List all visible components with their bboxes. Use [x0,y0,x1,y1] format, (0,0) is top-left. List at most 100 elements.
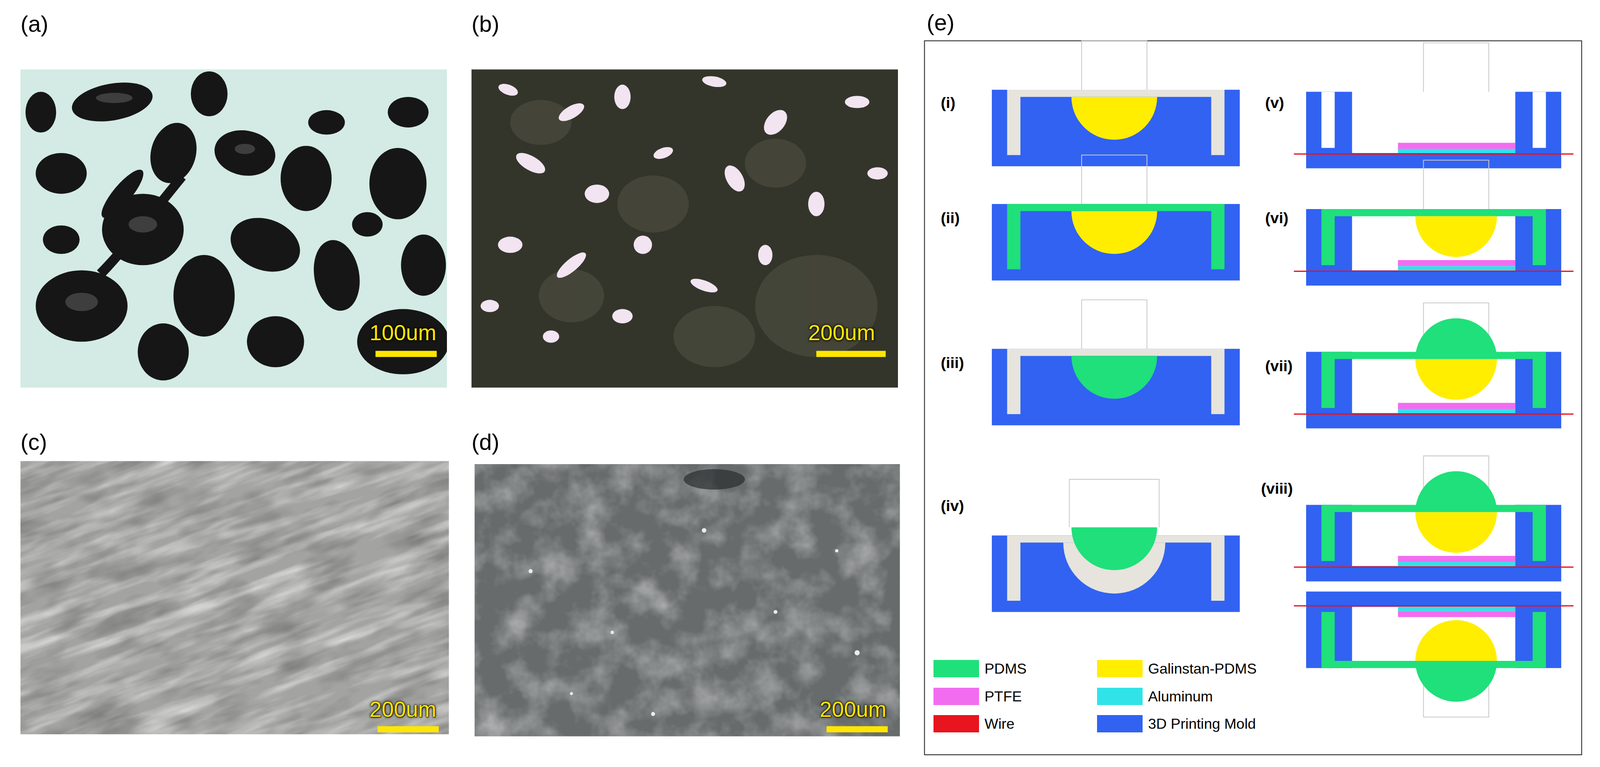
micrograph-d [651,712,656,717]
micrograph-a [210,125,279,181]
micrograph-b [744,138,806,188]
micrograph-b [510,99,878,368]
micrograph-a [97,173,186,278]
legend-entry: Aluminum [1097,687,1213,706]
mold-step-ii [991,154,1240,281]
micrograph-d [610,630,614,635]
micrograph-b [612,309,633,324]
micrograph-b [673,306,755,368]
mold-step-iv [1069,479,1159,528]
micrograph-b [808,191,825,217]
step-number: (iii) [940,353,965,372]
panel-letter: (c) [20,429,47,457]
legend-label: Galinstan-PDMS [1148,660,1257,678]
legend-label: PTFE [984,688,1022,706]
legend-swatch [1097,687,1143,706]
micrograph-b [754,255,878,358]
scale-bar [375,350,437,357]
micrograph-d [528,569,533,574]
legend-entry: PTFE [933,687,1022,706]
micrograph-b [471,69,898,388]
step-number: (iv) [940,497,965,515]
micrograph-a [357,309,447,375]
micrograph-b [538,269,605,323]
legend-entry: 3D Printing Mold [1097,715,1257,733]
legend-swatch [933,715,980,733]
micrograph-a [25,92,57,134]
legend-label: PDMS [984,660,1027,678]
micrograph-d [474,464,901,737]
scale-label: 200um [369,697,437,723]
micrograph-d [683,469,745,490]
scale-label: 200um [808,320,876,346]
micrograph-b [471,69,898,388]
micrograph-d [835,549,839,553]
legend-entry: Galinstan-PDMS [1097,660,1257,678]
micrograph-b [845,96,870,109]
micrograph-b [512,148,549,178]
legend-swatch [933,660,980,678]
mold-step-viii-bottom [1293,591,1574,718]
legend-swatch [1097,715,1143,733]
micrograph-c [20,461,450,735]
step-number: (vi) [1265,209,1289,227]
micrograph-b [758,244,773,266]
step-number: (ii) [940,209,960,227]
micrograph-b [480,74,888,343]
mold-step-vi [1293,160,1574,286]
legend-swatch [933,687,980,706]
mold-step-viii-bottom [1293,591,1574,718]
micrograph-b [617,175,689,233]
micrograph-a [95,164,149,224]
micrograph-a [280,145,332,211]
micrograph-b [497,81,520,98]
micrograph-d [474,464,901,737]
micrograph-a [20,69,447,388]
panel-letter: (e) [926,10,955,37]
micrograph-a [400,234,447,296]
legend-label: Wire [984,715,1015,733]
micrograph-a [234,143,256,154]
mold-step-viii-top [1293,456,1574,582]
mold-step-iii [991,299,1240,426]
mold-step-ii [1007,204,1225,270]
legend-entry: Wire [933,715,1015,733]
micrograph-c [20,461,450,735]
mold-step-viii-top [1293,456,1574,582]
scale-bar [377,726,439,733]
micrograph-a [246,316,304,368]
mold-step-v [1532,92,1546,149]
mold-step-ii [1081,154,1147,204]
micrograph-a [387,97,429,128]
mold-step-iii [1007,348,1225,415]
micrograph-b [497,236,523,254]
mold-step-iii [1081,299,1147,349]
micrograph-b [633,235,652,254]
panel-letter: (b) [471,11,500,38]
step-number: (viii) [1261,479,1293,498]
mold-step-ii [1071,211,1158,255]
micrograph-a [96,92,134,103]
micrograph-b [688,276,720,296]
micrograph-d [528,528,860,717]
micrograph-a [65,292,98,312]
micrograph-a [68,76,156,128]
micrograph-a [223,208,308,282]
mold-step-iii [991,348,1240,426]
panel-letter: (d) [471,429,500,457]
micrograph-d [702,528,707,534]
scale-bar [816,350,886,357]
mold-step-v [1293,42,1574,169]
mold-step-v [1321,92,1335,149]
micrograph-d [569,692,574,696]
micrograph-c [20,461,450,735]
micrograph-a [369,148,427,220]
micrograph-a [65,92,256,312]
micrograph-b [720,162,749,195]
mold-step-iv [1071,527,1158,571]
micrograph-a [128,216,158,233]
step-number: (vii) [1265,357,1293,375]
mold-step-ii [991,204,1240,281]
micrograph-a [35,270,128,342]
